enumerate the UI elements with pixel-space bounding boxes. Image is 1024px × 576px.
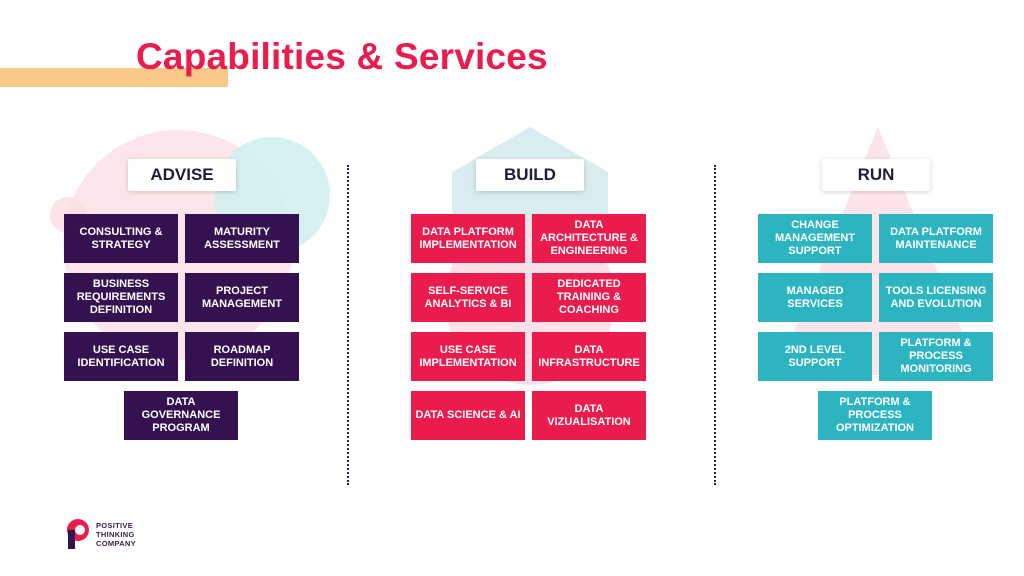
build-header: BUILD bbox=[476, 159, 584, 191]
advise-item: DATA GOVERNANCE PROGRAM bbox=[124, 391, 238, 440]
company-logo-text: POSITIVE THINKING COMPANY bbox=[96, 521, 156, 548]
run-item: PLATFORM & PROCESS MONITORING bbox=[879, 332, 993, 381]
run-header: RUN bbox=[822, 159, 930, 191]
advise-item: CONSULTING & STRATEGY bbox=[64, 214, 178, 263]
run-item: 2ND LEVEL SUPPORT bbox=[758, 332, 872, 381]
advise-item: ROADMAP DEFINITION bbox=[185, 332, 299, 381]
divider-advise-build bbox=[347, 165, 349, 485]
logo-line-3: COMPANY bbox=[96, 539, 136, 548]
advise-header: ADVISE bbox=[128, 159, 236, 191]
advise-item: USE CASE IDENTIFICATION bbox=[64, 332, 178, 381]
run-item: PLATFORM & PROCESS OPTIMIZATION bbox=[818, 391, 932, 440]
build-item: USE CASE IMPLEMENTATION bbox=[411, 332, 525, 381]
build-item: DATA INFRASTRUCTURE bbox=[532, 332, 646, 381]
build-item: SELF-SERVICE ANALYTICS & BI bbox=[411, 273, 525, 322]
title-highlight-bar bbox=[0, 68, 228, 87]
run-item: CHANGE MANAGEMENT SUPPORT bbox=[758, 214, 872, 263]
page-title: Capabilities & Services bbox=[136, 36, 548, 77]
company-logo-icon bbox=[67, 519, 89, 549]
build-item: DEDICATED TRAINING & COACHING bbox=[532, 273, 646, 322]
build-item: DATA PLATFORM IMPLEMENTATION bbox=[411, 214, 525, 263]
build-item: DATA ARCHITECTURE & ENGINEERING bbox=[532, 214, 646, 263]
advise-item: MATURITY ASSESSMENT bbox=[185, 214, 299, 263]
run-item: TOOLS LICENSING AND EVOLUTION bbox=[879, 273, 993, 322]
advise-item: PROJECT MANAGEMENT bbox=[185, 273, 299, 322]
build-item: DATA SCIENCE & AI bbox=[411, 391, 525, 440]
run-item: DATA PLATFORM MAINTENANCE bbox=[879, 214, 993, 263]
advise-item: BUSINESS REQUIREMENTS DEFINITION bbox=[64, 273, 178, 322]
divider-build-run bbox=[714, 165, 716, 485]
build-item: DATA VIZUALISATION bbox=[532, 391, 646, 440]
logo-line-2: THINKING bbox=[96, 530, 135, 539]
logo-line-1: POSITIVE bbox=[96, 521, 133, 530]
run-item: MANAGED SERVICES bbox=[758, 273, 872, 322]
